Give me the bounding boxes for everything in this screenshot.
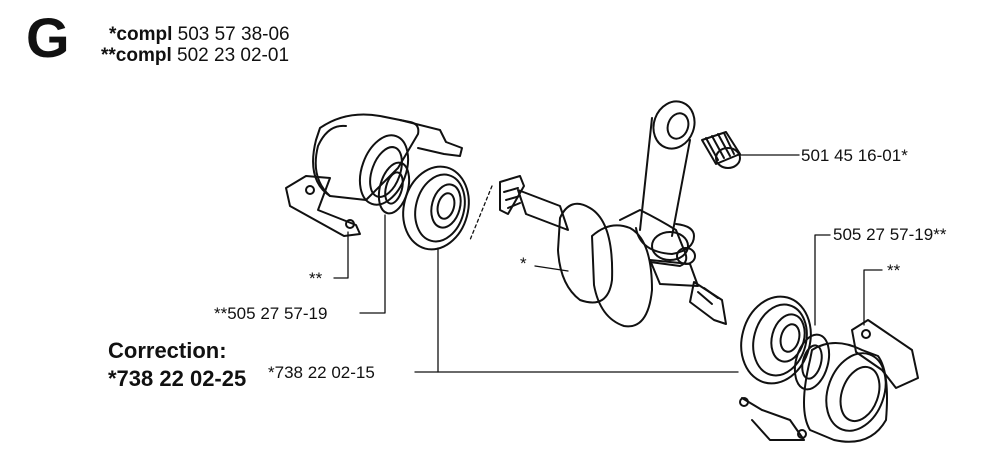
callout-left-seal: **505 27 57-19 [214,304,328,323]
compl-number-2: 502 23 02-01 [177,45,290,66]
left-bearing-housing [285,113,463,237]
leader-left-seal [359,214,386,314]
compl-line-2: **compl 502 23 02-01 [101,46,289,66]
needle-bearing [701,131,741,169]
leader-ball-bearing [414,247,439,373]
crankshaft [499,175,727,328]
right-bearing-housing [739,319,919,443]
connecting-rod [635,100,696,265]
compl-line-1: *compl 503 57 38-06 [109,25,290,45]
callout-right-housing: ** [887,261,901,280]
leader-dashed [469,185,493,241]
compl-prefix-2: **compl [101,45,172,66]
leader-right-housing [863,269,883,326]
left-ball-bearing [402,165,470,251]
callout-ball-bearing: *738 22 02-15 [268,363,375,382]
callout-left-housing: ** [309,269,323,288]
right-seal [793,333,831,391]
callout-right-seal: 505 27 57-19** [833,225,947,244]
compl-prefix-1: *compl [109,24,173,45]
leader-lines [333,154,883,373]
callout-needle-bearing: 501 45 16-01* [801,146,908,165]
section-letter: G [26,6,70,69]
callout-crankshaft: * [520,254,527,273]
correction-part-number: *738 22 02-25 [108,366,247,391]
leader-right-seal [814,234,831,326]
leader-crankshaft [534,265,569,272]
compl-number-1: 503 57 38-06 [177,24,290,45]
correction-title: Correction: [108,338,227,363]
leader-left-housing [333,231,349,279]
